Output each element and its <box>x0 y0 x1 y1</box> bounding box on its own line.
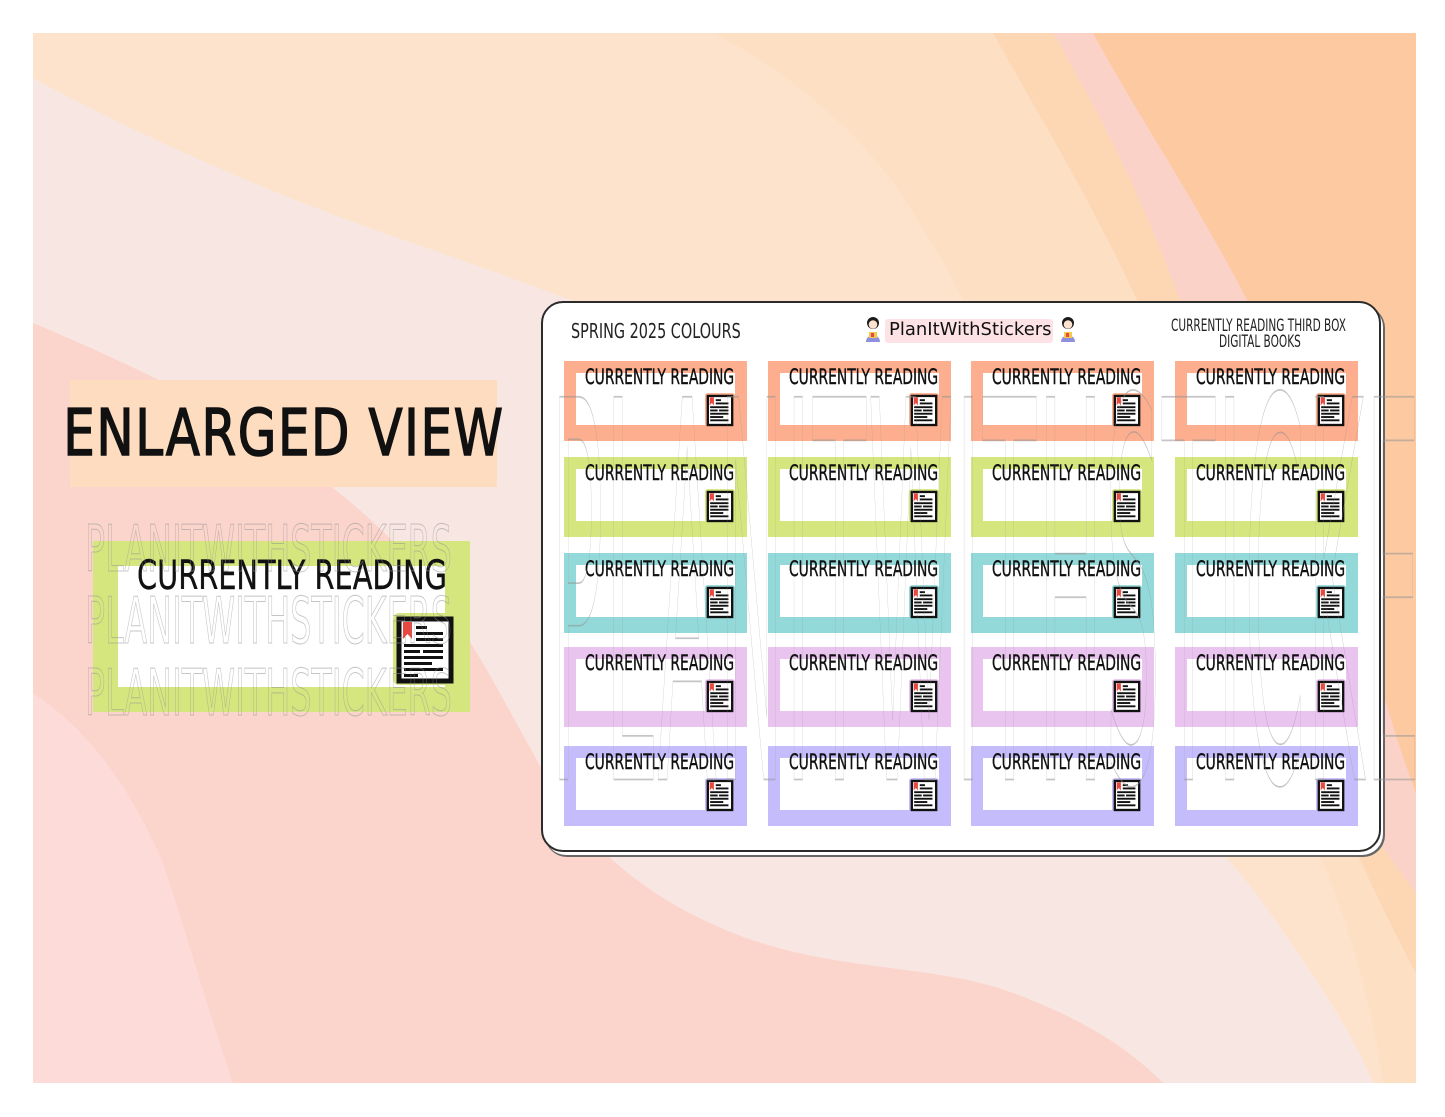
digital-book-icon <box>705 489 735 523</box>
digital-book-icon <box>1316 585 1346 619</box>
sheet-sticker-r3-c4: CURRENTLY READING <box>1175 553 1358 633</box>
sheet-sticker-r3-c3: CURRENTLY READING <box>971 553 1154 633</box>
sticker-title: CURRENTLY READING <box>585 557 735 581</box>
sheet-sticker-r1-c4: CURRENTLY READING <box>1175 361 1358 441</box>
sheet-sticker-r1-c3: CURRENTLY READING <box>971 361 1154 441</box>
girl-avatar-icon <box>1060 317 1075 342</box>
sticker-title: CURRENTLY READING <box>585 651 735 675</box>
sheet-sticker-r3-c2: CURRENTLY READING <box>768 553 951 633</box>
sticker-sheet: SPRING 2025 COLOURS PlanItWithStickers C… <box>541 292 1416 905</box>
sticker-title: CURRENTLY READING <box>789 365 939 389</box>
sheet-sticker-r4-c4: CURRENTLY READING <box>1175 647 1358 727</box>
sheet-right-header-line1: CURRENTLY READING THIRD BOX <box>1171 316 1346 336</box>
sticker-title: CURRENTLY READING <box>137 553 447 599</box>
digital-book-icon <box>705 585 735 619</box>
sheet-sticker-r1-c1: CURRENTLY READING <box>564 361 747 441</box>
enlarged-sticker: CURRENTLY READING <box>93 541 470 712</box>
sticker-title: CURRENTLY READING <box>585 461 735 485</box>
digital-book-icon <box>1316 778 1346 812</box>
digital-book-icon <box>705 679 735 713</box>
sheet-sticker-r2-c2: CURRENTLY READING <box>768 457 951 537</box>
digital-book-icon <box>1112 778 1142 812</box>
digital-book-icon <box>393 613 457 685</box>
enlarged-view-label: ENLARGED VIEW <box>62 380 503 487</box>
sticker-title: CURRENTLY READING <box>789 750 939 774</box>
brand-highlight <box>885 319 1053 343</box>
sticker-title: CURRENTLY READING <box>1196 750 1346 774</box>
digital-book-icon <box>1112 585 1142 619</box>
sheet-right-header-line2: DIGITAL BOOKS <box>1219 332 1301 352</box>
digital-book-icon <box>909 393 939 427</box>
sheet-sticker-r5-c2: CURRENTLY READING <box>768 746 951 826</box>
girl-avatar-icon <box>866 317 880 342</box>
sheet-sticker-r5-c4: CURRENTLY READING <box>1175 746 1358 826</box>
sticker-title: CURRENTLY READING <box>992 651 1142 675</box>
sticker-title: CURRENTLY READING <box>1196 651 1346 675</box>
sticker-title: CURRENTLY READING <box>789 557 939 581</box>
sticker-title: CURRENTLY READING <box>585 365 735 389</box>
sheet-sticker-r3-c1: CURRENTLY READING <box>564 553 747 633</box>
sticker-title: CURRENTLY READING <box>585 750 735 774</box>
digital-book-icon <box>1112 393 1142 427</box>
sticker-title: CURRENTLY READING <box>992 750 1142 774</box>
sheet-sticker-r5-c3: CURRENTLY READING <box>971 746 1154 826</box>
sheet-sticker-r4-c2: CURRENTLY READING <box>768 647 951 727</box>
brand-banner: PlanItWithStickers <box>863 315 1078 343</box>
sticker-title: CURRENTLY READING <box>1196 557 1346 581</box>
digital-book-icon <box>909 489 939 523</box>
sticker-title: CURRENTLY READING <box>789 651 939 675</box>
sheet-sticker-r1-c2: CURRENTLY READING <box>768 361 951 441</box>
enlarged-view-text: ENLARGED VIEW <box>62 396 505 472</box>
digital-book-icon <box>909 778 939 812</box>
sticker-title: CURRENTLY READING <box>789 461 939 485</box>
sheet-sticker-r5-c1: CURRENTLY READING <box>564 746 747 826</box>
digital-book-icon <box>1316 489 1346 523</box>
brand-name: PlanItWithStickers <box>889 318 1052 340</box>
sheet-sticker-r4-c3: CURRENTLY READING <box>971 647 1154 727</box>
digital-book-icon <box>1316 679 1346 713</box>
digital-book-icon <box>705 778 735 812</box>
digital-book-icon <box>909 585 939 619</box>
sheet-sticker-r2-c4: CURRENTLY READING <box>1175 457 1358 537</box>
digital-book-icon <box>1316 393 1346 427</box>
sheet-sticker-r2-c1: CURRENTLY READING <box>564 457 747 537</box>
sticker-title: CURRENTLY READING <box>1196 461 1346 485</box>
sticker-title: CURRENTLY READING <box>992 461 1142 485</box>
sticker-title: CURRENTLY READING <box>992 557 1142 581</box>
digital-book-icon <box>1112 489 1142 523</box>
digital-book-icon <box>705 393 735 427</box>
digital-book-icon <box>1112 679 1142 713</box>
sticker-title: CURRENTLY READING <box>992 365 1142 389</box>
sheet-sticker-r2-c3: CURRENTLY READING <box>971 457 1154 537</box>
sheet-left-header: SPRING 2025 COLOURS <box>571 319 741 343</box>
digital-book-icon <box>909 679 939 713</box>
sticker-title: CURRENTLY READING <box>1196 365 1346 389</box>
product-canvas: ENLARGED VIEW CURRENTLY READING PLANITWI… <box>33 33 1416 1083</box>
sheet-sticker-r4-c1: CURRENTLY READING <box>564 647 747 727</box>
